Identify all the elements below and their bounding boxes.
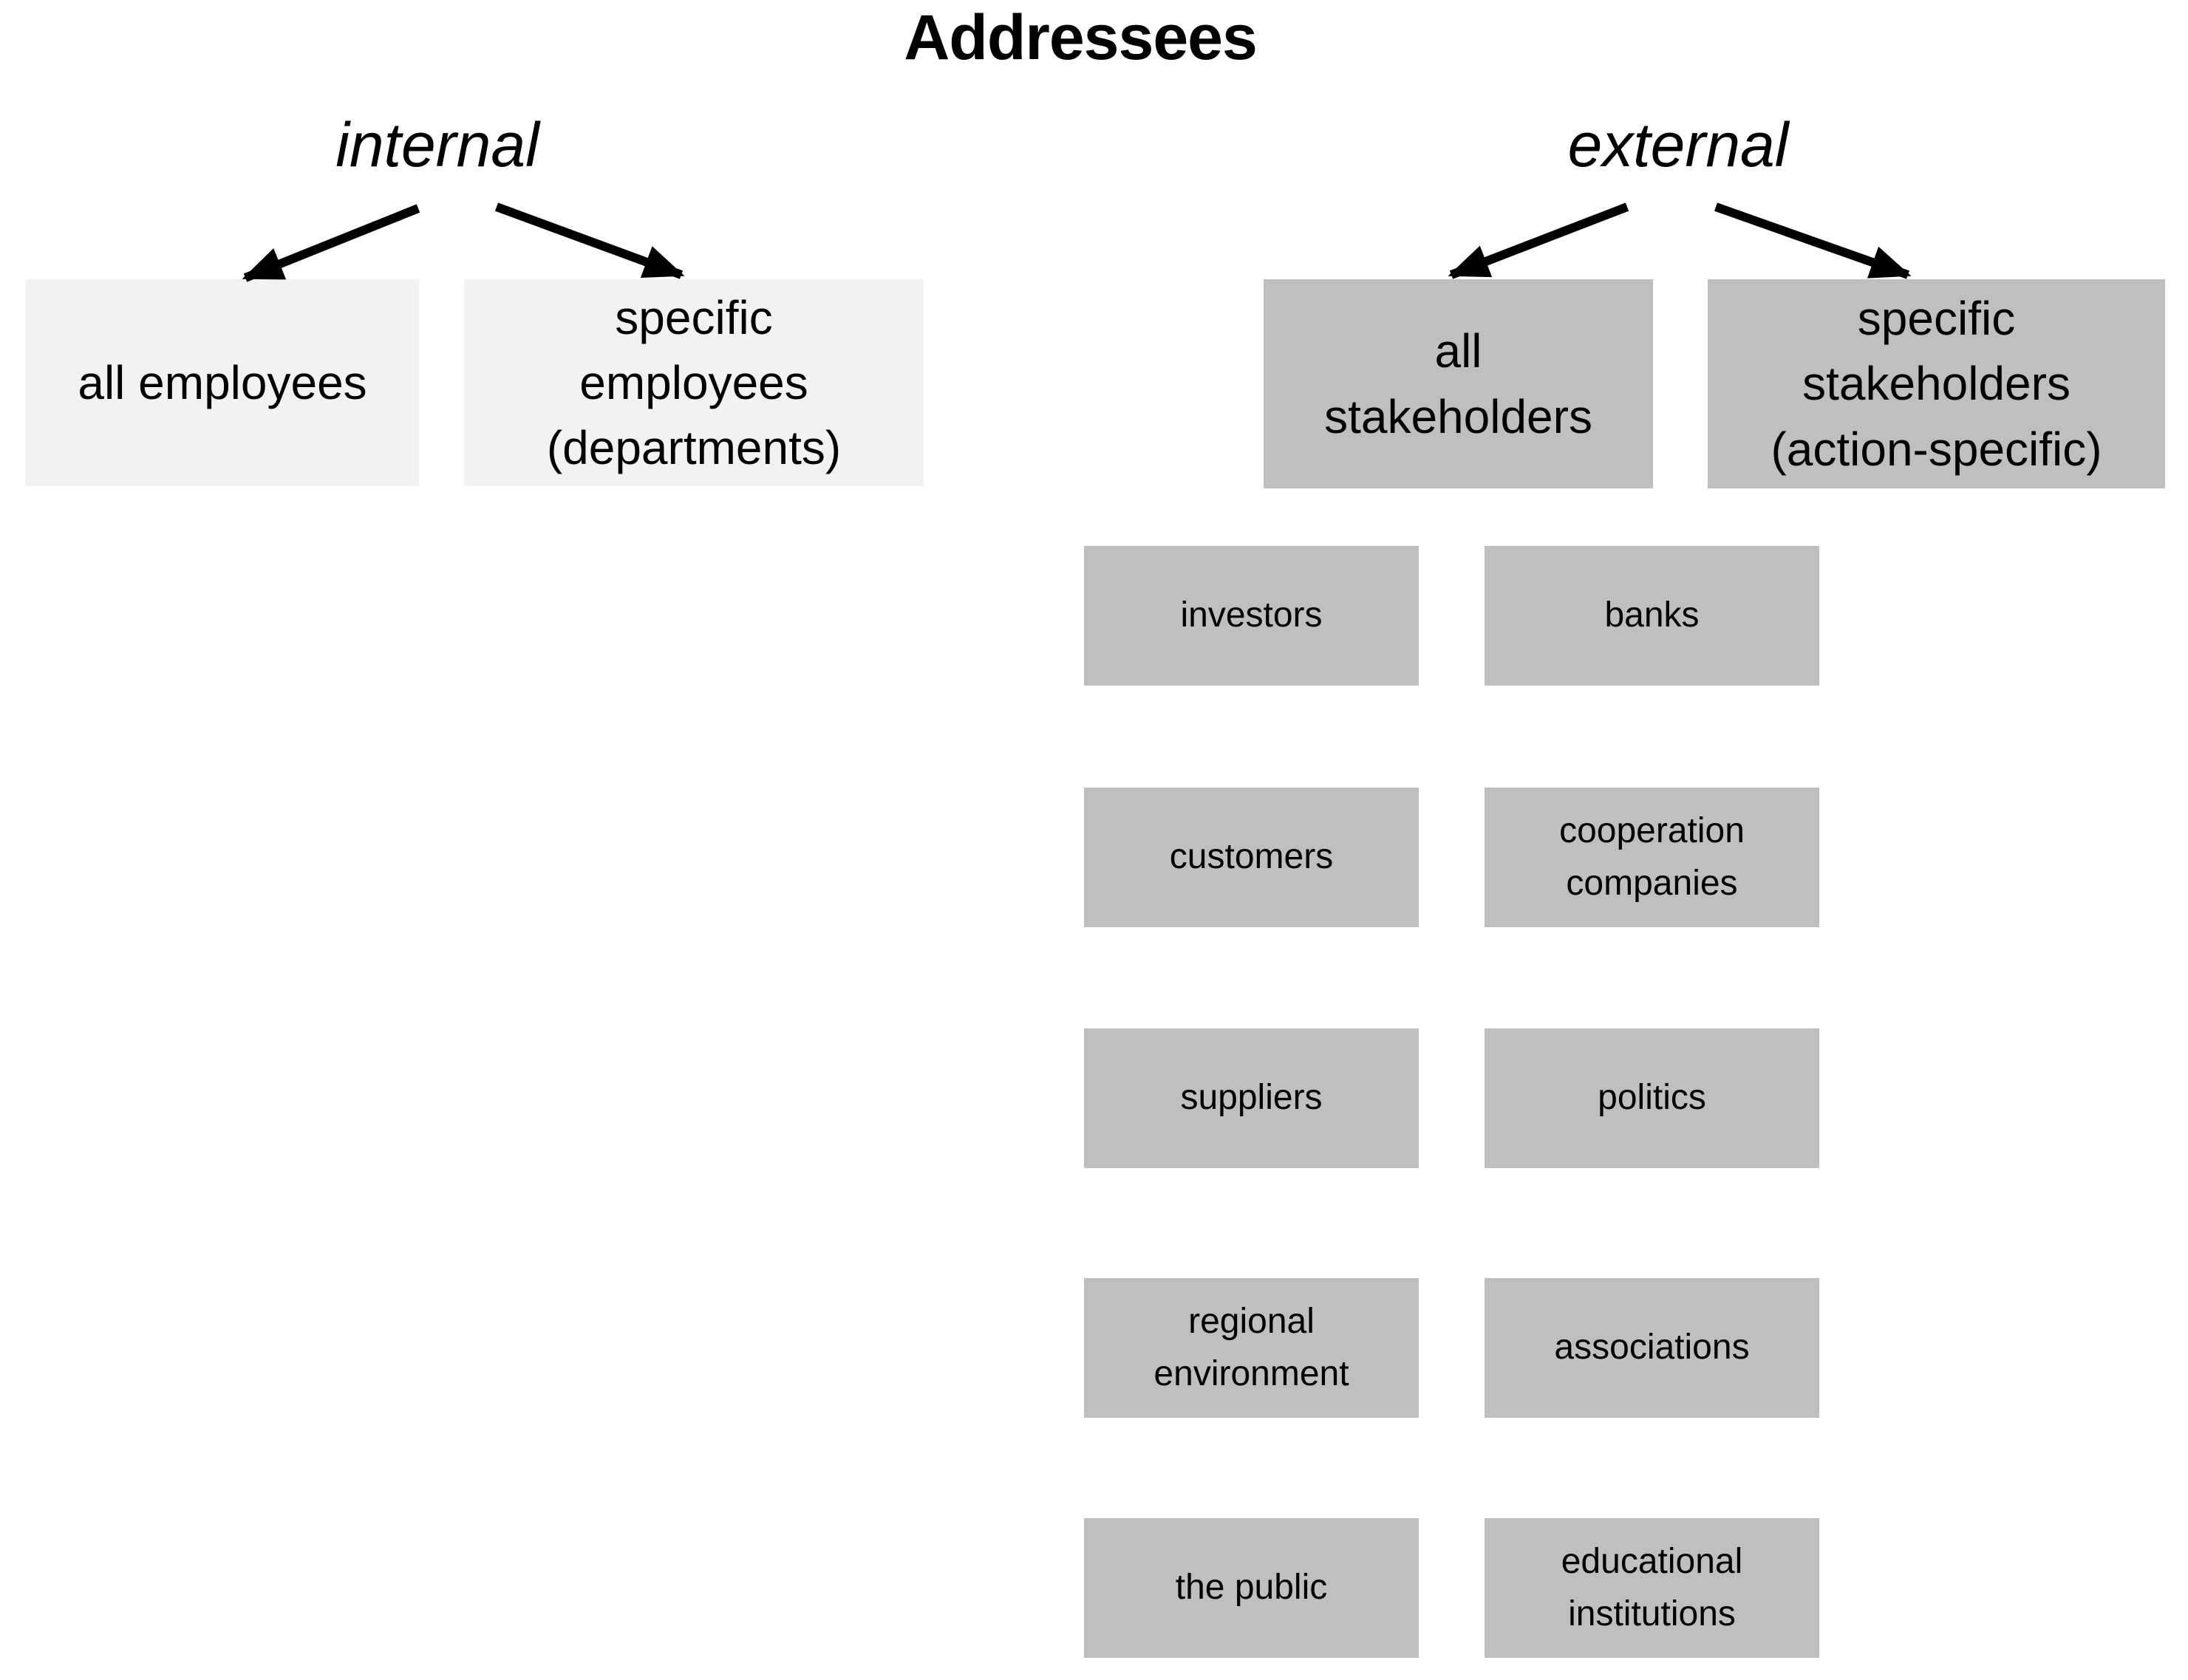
box-specific-employees-label: specific employees (departments)	[546, 290, 842, 475]
grid-cell-politics: politics	[1485, 1028, 1819, 1168]
grid-cell-label: customers	[1169, 837, 1334, 877]
box-specific-employees: specific employees (departments)	[464, 279, 924, 486]
grid-cell-label: banks	[1604, 595, 1700, 635]
arrow-external-to-specific-stakeholders	[1714, 202, 1912, 279]
box-all-employees-label: all employees	[78, 355, 367, 409]
box-specific-stakeholders: specific stakeholders (action-specific)	[1708, 279, 2165, 488]
grid-cell-associations: associations	[1485, 1278, 1819, 1418]
grid-cell-label: cooperation companies	[1559, 811, 1745, 903]
box-all-employees: all employees	[26, 279, 419, 486]
grid-cell-investors: investors	[1084, 546, 1419, 686]
grid-cell-cooperation-companies: cooperation companies	[1485, 788, 1819, 927]
grid-cell-label: investors	[1180, 595, 1323, 635]
box-specific-stakeholders-label: specific stakeholders (action-specific)	[1770, 292, 2102, 476]
grid-cell-regional-environment: regional environment	[1084, 1278, 1419, 1418]
arrow-external-to-all-stakeholders	[1448, 202, 1629, 279]
grid-cell-label: regional environment	[1153, 1302, 1349, 1393]
box-all-stakeholders-label: all stakeholders	[1324, 324, 1592, 443]
branch-label-internal: internal	[335, 110, 539, 180]
grid-cell-label: educational institutions	[1561, 1542, 1743, 1633]
branch-label-external: external	[1567, 110, 1789, 180]
grid-cell-label: associations	[1554, 1328, 1750, 1367]
grid-cell-customers: customers	[1084, 788, 1419, 927]
grid-cell-the-public: the public	[1084, 1518, 1419, 1658]
grid-cell-label: suppliers	[1180, 1078, 1323, 1118]
grid-cell-suppliers: suppliers	[1084, 1028, 1419, 1168]
grid-cell-label: the public	[1175, 1568, 1328, 1608]
box-all-stakeholders: all stakeholders	[1264, 279, 1653, 488]
grid-cell-educational-institutions: educational institutions	[1485, 1518, 1819, 1658]
grid-cell-label: politics	[1598, 1078, 1706, 1118]
page-title: Addressees	[904, 2, 1258, 73]
grid-cell-banks: banks	[1485, 546, 1819, 686]
arrow-internal-to-all-employees	[242, 204, 420, 282]
arrow-internal-to-specific-employees	[494, 202, 685, 279]
